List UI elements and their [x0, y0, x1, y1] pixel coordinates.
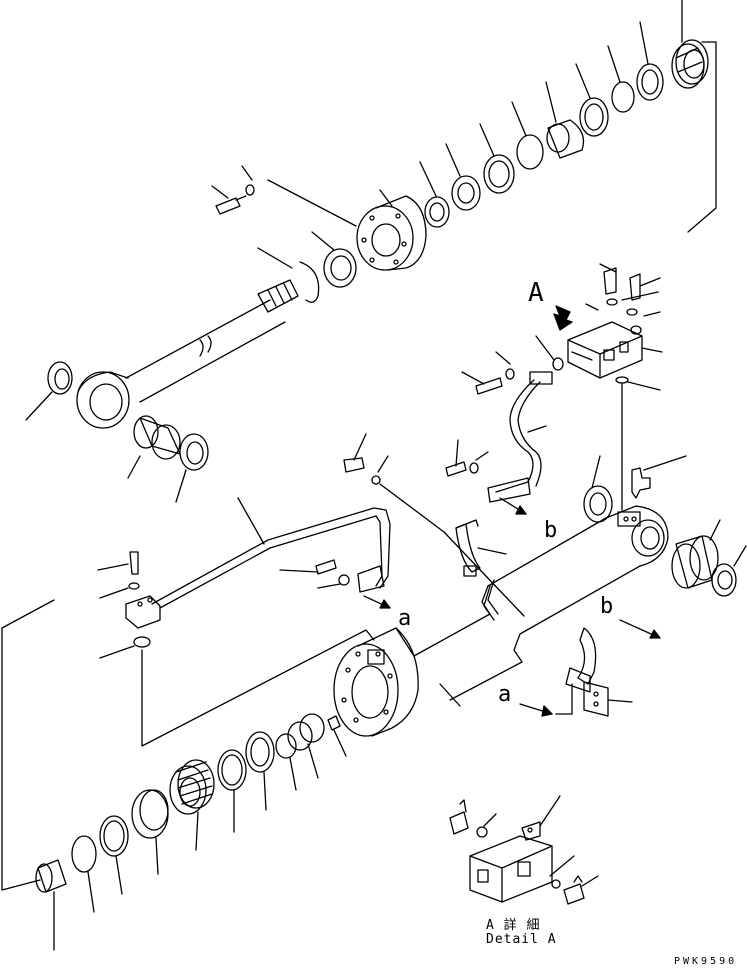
- clevis-bushing: [671, 519, 721, 589]
- rod-eye-outer: [76, 371, 130, 429]
- flow-label-a-lower: a: [498, 682, 512, 707]
- rod-break-mark: [199, 339, 204, 357]
- cylinder-tube: [333, 505, 669, 737]
- view-label-a: A: [528, 278, 544, 308]
- group-bracket-left: [1, 599, 55, 891]
- clevis-seal: [583, 455, 613, 523]
- flow-label-a-upper: a: [398, 606, 412, 631]
- detail-title-jp: A 詳 細: [486, 918, 541, 933]
- dust-seal: [175, 433, 209, 503]
- snap-ring: [257, 247, 320, 303]
- clamp-upper: [455, 519, 507, 577]
- grease-fitting: [631, 455, 687, 499]
- rod-eye-seal: [25, 361, 73, 421]
- tube-left: [97, 497, 391, 659]
- head-seal-rings: [419, 0, 709, 228]
- piston-assembly: [35, 713, 347, 951]
- drawing-code: PWK9590: [674, 956, 738, 967]
- cylinder-head: [267, 179, 427, 271]
- flow-label-b-lower: b: [600, 594, 614, 619]
- clevis-dust-seal: [711, 545, 747, 597]
- flow-label-b-upper: b: [544, 518, 558, 543]
- group-bracket-top: [687, 41, 717, 233]
- washer: [311, 231, 357, 288]
- tube-right: [445, 351, 553, 503]
- bushing: [127, 415, 181, 479]
- center-bolt: [343, 433, 525, 617]
- rod-shaft: [125, 299, 286, 403]
- group-bracket-center: [141, 629, 375, 747]
- rod-thread: [257, 279, 299, 313]
- clamp-lower: [565, 627, 633, 717]
- detail-title-en: Detail A: [486, 932, 557, 947]
- valve-block: [535, 263, 663, 511]
- rod-eye-body: [77, 371, 129, 393]
- rod-eye-bore: [89, 383, 123, 421]
- head-bolt: [211, 165, 255, 215]
- view-arrow: [553, 305, 573, 331]
- rod-assembly: [76, 279, 299, 429]
- detail-a: [449, 795, 599, 905]
